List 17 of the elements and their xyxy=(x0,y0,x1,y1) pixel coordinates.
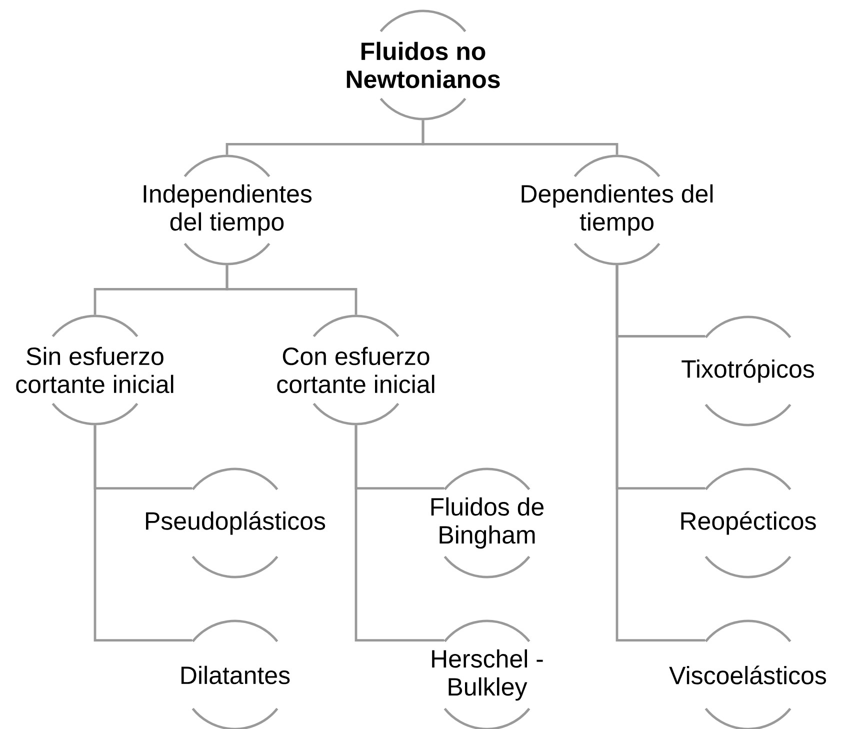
connector-line xyxy=(94,425,192,642)
circle-node: Independientes del tiempo xyxy=(144,154,312,266)
connector-line xyxy=(422,120,618,155)
circle-node: Tixotrópicos xyxy=(682,316,814,426)
connector-line xyxy=(226,265,358,315)
circle-node: Dilatantes xyxy=(181,620,290,729)
circle-node: Pseudoplásticos xyxy=(146,468,326,578)
circle-node: Fluidos no Newtonianos xyxy=(346,10,500,120)
connector-line xyxy=(616,265,706,642)
circle-node: Sin esfuerzo cortante inicial xyxy=(16,314,174,426)
circle-node: Viscoelásticos xyxy=(669,620,826,729)
circle-node: Reopécticos xyxy=(681,468,816,578)
circle-node: Dependientes del tiempo xyxy=(522,154,713,266)
circle-node: Con esfuerzo cortante inicial xyxy=(277,314,434,426)
circle-node: Herschel - Bulkley xyxy=(432,620,543,729)
circle-node: Fluidos de Bingham xyxy=(431,468,544,578)
connector-line xyxy=(354,425,444,642)
